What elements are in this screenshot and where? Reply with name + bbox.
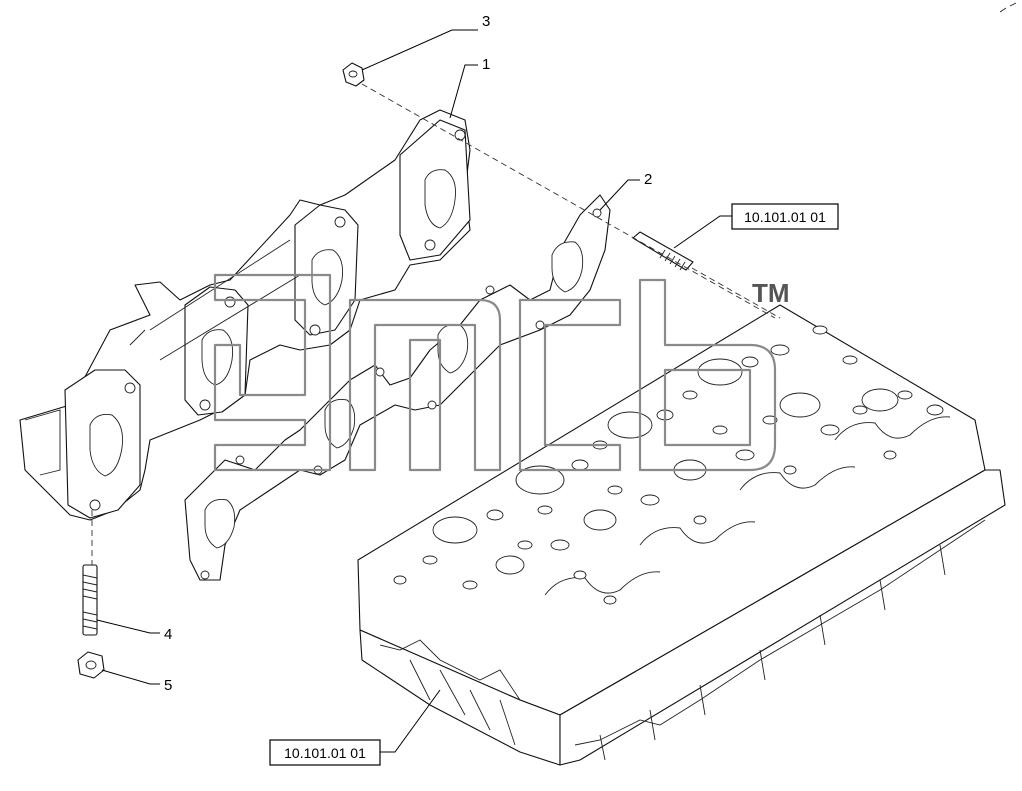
watermark-logo [213,273,777,472]
callout-4: 4 [164,626,172,643]
reference-box-lower[interactable]: 10.101.01 01 [269,739,381,766]
stud-icon [632,231,694,271]
nut-icon [342,62,365,87]
corner-mark-icon [999,2,1017,13]
reference-box-upper[interactable]: 10.101.01 01 [731,203,839,230]
stud-icon [82,564,98,636]
callout-5: 5 [164,677,172,694]
reference-label-lower: 10.101.01 01 [284,745,366,761]
callout-3: 3 [482,13,490,30]
trademark-text: TM [752,278,790,308]
reference-label-upper: 10.101.01 01 [744,209,826,225]
exhaust-manifold-icon [19,109,471,521]
gasket-icon [184,194,611,581]
callout-2: 2 [644,171,652,188]
cylinder-head-icon [357,304,1006,766]
callout-1: 1 [482,56,490,73]
nut-icon [77,651,105,679]
